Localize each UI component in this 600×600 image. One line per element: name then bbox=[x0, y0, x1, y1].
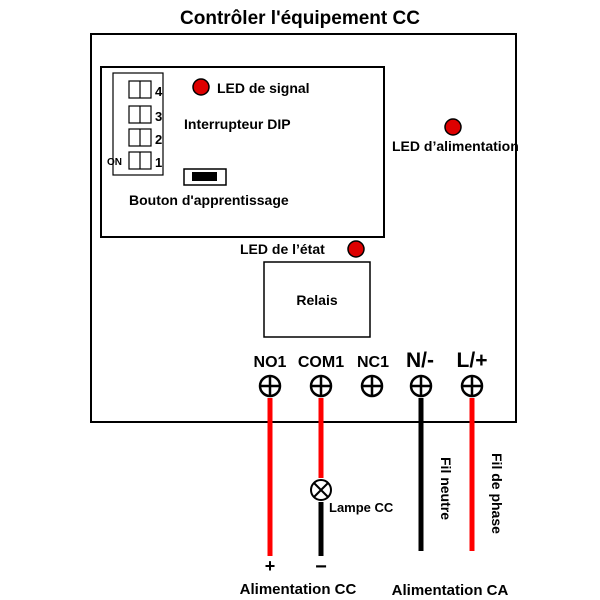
terminal-no1-screw bbox=[258, 374, 282, 398]
ac-supply-label: Alimentation CA bbox=[392, 582, 509, 599]
learn-button-knob bbox=[192, 172, 217, 181]
signal-led bbox=[192, 78, 210, 96]
terminal-label-n: N/- bbox=[406, 349, 434, 372]
power-led-label: LED d’alimentation bbox=[392, 138, 519, 154]
neutral-wire-label: Fil neutre bbox=[438, 457, 454, 520]
state-led-label: LED de l’état bbox=[240, 241, 325, 257]
learn-button bbox=[183, 168, 227, 186]
signal-led-label: LED de signal bbox=[217, 80, 310, 96]
learn-button-label: Bouton d'apprentissage bbox=[129, 192, 289, 208]
dip-on-label: ON bbox=[107, 157, 122, 168]
relay-box bbox=[263, 261, 371, 338]
diagram-title: Contrôler l'équipement CC bbox=[180, 8, 420, 29]
control-board bbox=[100, 66, 385, 238]
state-led bbox=[347, 240, 365, 258]
dip-number-2: 2 bbox=[155, 132, 162, 147]
relay-label: Relais bbox=[296, 292, 337, 308]
terminal-com1-screw bbox=[309, 374, 333, 398]
dc-plus-label: + bbox=[265, 556, 276, 576]
terminal-label-no1: NO1 bbox=[254, 354, 287, 371]
dip-number-4: 4 bbox=[155, 84, 163, 99]
terminal-nc1-screw bbox=[360, 374, 384, 398]
dip-switch-housing bbox=[112, 72, 164, 176]
phase-wire-label: Fil de phase bbox=[489, 453, 505, 534]
terminal-label-com1: COM1 bbox=[298, 354, 344, 371]
terminal-l-screw bbox=[460, 374, 484, 398]
dc-minus-label: − bbox=[315, 556, 327, 578]
terminal-label-l: L/+ bbox=[457, 349, 488, 372]
device-enclosure bbox=[90, 33, 517, 423]
terminal-n-screw bbox=[409, 374, 433, 398]
power-led bbox=[444, 118, 462, 136]
terminal-label-nc1: NC1 bbox=[357, 354, 389, 371]
lamp-label: Lampe CC bbox=[329, 500, 394, 515]
dip-number-1: 1 bbox=[155, 155, 162, 170]
dip-switch-label: Interrupteur DIP bbox=[184, 116, 291, 132]
dc-supply-label: Alimentation CC bbox=[240, 581, 357, 598]
dip-number-3: 3 bbox=[155, 109, 162, 124]
dip-switch: 4 3 2 1 ON bbox=[107, 72, 164, 176]
lamp-icon bbox=[310, 479, 332, 501]
learn-button-outline bbox=[183, 168, 227, 186]
